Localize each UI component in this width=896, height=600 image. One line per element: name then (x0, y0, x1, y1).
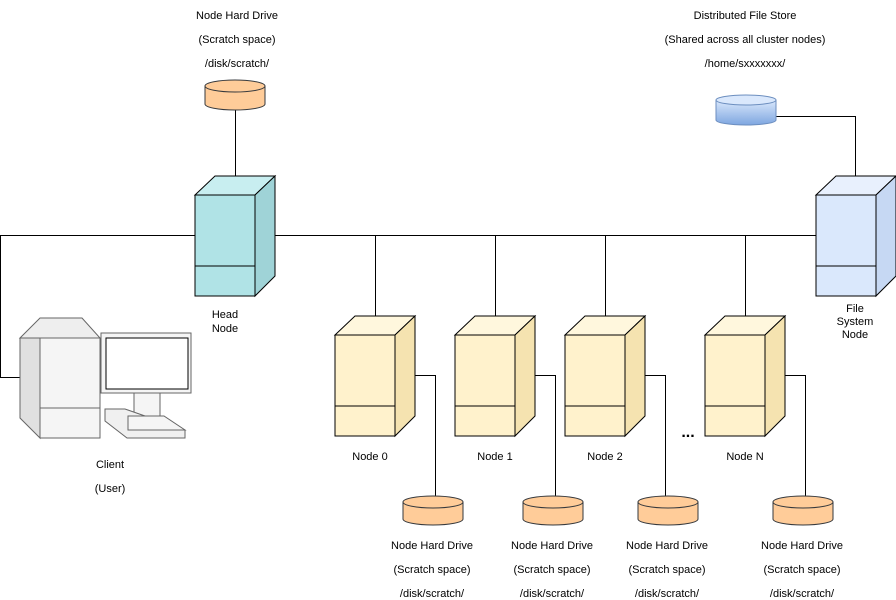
nodeN-disk-label: Node Hard Drive (Scratch space) /disk/sc… (761, 540, 843, 600)
head-node-server (193, 174, 277, 298)
fs-node-server (814, 175, 896, 298)
connectors (0, 110, 856, 496)
fs-dfs-link (776, 116, 856, 176)
node2-disk-line3: /disk/scratch/ (635, 588, 700, 600)
node0-disk-label: Node Hard Drive (Scratch space) /disk/sc… (391, 540, 473, 600)
top-scratch-line3: /disk/scratch/ (205, 58, 270, 70)
fs-node-label: File System Node (837, 303, 874, 341)
client-label: Client (User) (95, 459, 126, 495)
nodeN-scratch-disk (772, 495, 834, 526)
nodeN-disk-line2: (Scratch space) (763, 564, 840, 576)
compute-node-1 (453, 314, 537, 438)
ellipsis: ... (681, 424, 694, 441)
node0-disk-line1: Node Hard Drive (391, 540, 473, 552)
node0-disk-line3: /disk/scratch/ (400, 588, 465, 600)
nodeN-disk-line1: Node Hard Drive (761, 540, 843, 552)
client-workstation (18, 317, 192, 440)
node2-disk-label: Node Hard Drive (Scratch space) /disk/sc… (626, 540, 708, 600)
node0-disk-line2: (Scratch space) (393, 564, 470, 576)
top-scratch-line1: Node Hard Drive (196, 10, 278, 22)
dfs-line1: Distributed File Store (694, 10, 797, 22)
node2-disk-link (645, 375, 666, 496)
node1-disk-line1: Node Hard Drive (511, 540, 593, 552)
node1-scratch-disk (522, 495, 584, 526)
compute-node-0 (333, 314, 417, 438)
dfs-label: Distributed File Store (Shared across al… (665, 10, 826, 70)
nodeN-name: Node N (726, 451, 763, 463)
nodeN-disk-line3: /disk/scratch/ (770, 588, 835, 600)
node1-disk-line2: (Scratch space) (513, 564, 590, 576)
top-scratch-line2: (Scratch space) (198, 34, 275, 46)
fs-node-line2: System (837, 316, 874, 328)
node1-name: Node 1 (477, 451, 512, 463)
nodeN-disk-link (785, 375, 806, 496)
client-tower-front (39, 337, 101, 439)
node2-disk-line1: Node Hard Drive (626, 540, 708, 552)
client-screen (105, 337, 189, 390)
dfs-line2: (Shared across all cluster nodes) (665, 34, 826, 46)
top-scratch-label: Node Hard Drive (Scratch space) /disk/sc… (196, 10, 278, 70)
node1-disk-label: Node Hard Drive (Scratch space) /disk/sc… (511, 540, 593, 600)
node1-disk-link (535, 375, 556, 496)
head-scratch-disk (204, 79, 266, 111)
node0-scratch-disk (402, 495, 464, 526)
client-tower-side (19, 337, 41, 440)
client-link (0, 235, 20, 378)
dfs-line3: /home/sxxxxxxx/ (705, 58, 787, 70)
node1-disk-line3: /disk/scratch/ (520, 588, 585, 600)
head-node-label: Head Node (212, 309, 238, 335)
node0-disk-link (415, 375, 436, 496)
node2-scratch-disk (637, 495, 699, 526)
compute-node-2 (563, 314, 647, 438)
head-node-line2: Node (212, 323, 238, 335)
compute-node-n (703, 314, 787, 438)
node2-disk-line2: (Scratch space) (628, 564, 705, 576)
head-node-line1: Head (212, 309, 238, 321)
client-line2: (User) (95, 483, 126, 495)
node2-name: Node 2 (587, 451, 622, 463)
node0-name: Node 0 (352, 451, 387, 463)
fs-node-line3: Node (842, 329, 868, 341)
client-line1: Client (96, 459, 124, 471)
dfs-disk (715, 94, 777, 126)
client-tower-top (18, 317, 102, 339)
fs-node-line1: File (846, 303, 864, 315)
